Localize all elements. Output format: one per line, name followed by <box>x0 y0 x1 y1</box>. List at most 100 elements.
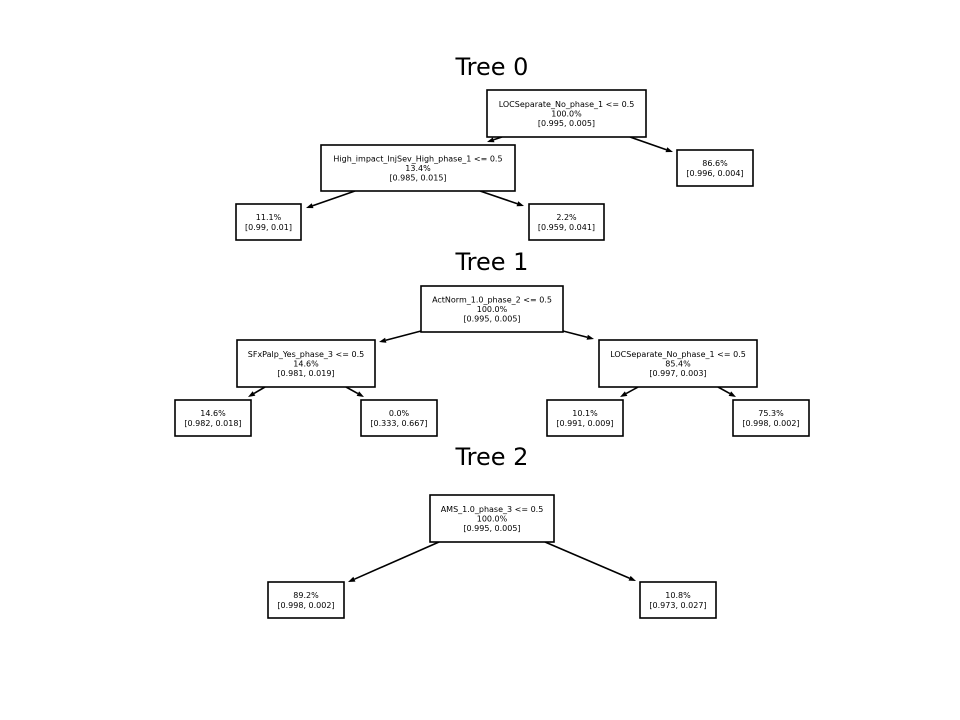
node-box <box>429 494 555 543</box>
arrowhead <box>628 575 636 581</box>
node-label-line: [0.995, 0.005] <box>463 524 520 533</box>
node-label-line: High_impact_InjSev_High_phase_1 <= 0.5 <box>333 154 502 163</box>
node-label-line: 13.4% <box>405 164 431 173</box>
node-box <box>486 89 647 138</box>
node-box <box>676 149 754 187</box>
tree-node-t2-l: 89.2%[0.998, 0.002] <box>267 581 345 619</box>
node-label-line: [0.973, 0.027] <box>649 601 706 610</box>
node-label-line: [0.981, 0.019] <box>277 369 334 378</box>
node-box <box>320 144 516 192</box>
tree-node-t1-ll: 14.6%[0.982, 0.018] <box>174 399 252 437</box>
node-box <box>639 581 717 619</box>
tree-node-t0-ll: 11.1%[0.99, 0.01] <box>235 203 302 241</box>
edge-arrow <box>629 136 673 153</box>
arrowhead <box>487 137 495 143</box>
edge-arrow <box>348 541 440 582</box>
node-label-line: 0.0% <box>389 409 410 418</box>
node-label-line: 100.0% <box>477 305 508 314</box>
edge-line <box>354 541 440 580</box>
arrowhead <box>248 391 256 397</box>
tree-node-t1-lr: 0.0%[0.333, 0.667] <box>360 399 438 437</box>
node-label-line: [0.985, 0.015] <box>389 174 446 183</box>
edge-line <box>717 386 731 395</box>
edge-line <box>312 190 356 207</box>
tree-node-t0-l: High_impact_InjSev_High_phase_1 <= 0.513… <box>320 144 516 192</box>
edge-arrow <box>562 330 594 340</box>
node-label-line: LOCSeparate_No_phase_1 <= 0.5 <box>610 350 746 359</box>
tree-node-t1-r: LOCSeparate_No_phase_1 <= 0.585.4%[0.997… <box>598 339 758 388</box>
edge-line <box>385 330 422 342</box>
arrowhead <box>516 201 524 207</box>
tree-node-t1-root: ActNorm_1.0_phase_2 <= 0.5100.0%[0.995, … <box>420 285 564 333</box>
node-label-line: 11.1% <box>256 213 282 222</box>
node-label-line: [0.995, 0.005] <box>538 119 595 128</box>
node-label-line: [0.995, 0.005] <box>463 315 520 324</box>
edge-line <box>345 386 359 395</box>
node-label-line: 100.0% <box>551 110 582 119</box>
edge-line <box>479 190 518 205</box>
node-label-line: 86.6% <box>702 159 728 168</box>
node-label-line: 14.6% <box>200 409 226 418</box>
edge-arrow <box>479 190 524 207</box>
node-label-line: AMS_1.0_phase_3 <= 0.5 <box>441 505 544 514</box>
edge-arrow <box>379 330 422 343</box>
node-label-line: [0.959, 0.041] <box>538 223 595 232</box>
tree-title: Tree 0 <box>455 53 529 81</box>
edge-line <box>629 136 667 151</box>
tree-node-t0-r: 86.6%[0.996, 0.004] <box>676 149 754 187</box>
tree-node-t1-rr: 75.3%[0.998, 0.002] <box>732 399 810 437</box>
edge-line <box>625 386 639 395</box>
edge-arrow <box>620 386 639 397</box>
tree-0: Tree 0 LOCSeparate_No_phase_1 <= 0.5100.0… <box>235 53 754 241</box>
node-label-line: [0.998, 0.002] <box>742 419 799 428</box>
arrowhead <box>586 334 594 340</box>
tree-title: Tree 1 <box>455 248 529 276</box>
arrowhead <box>356 391 364 397</box>
node-label-line: 100.0% <box>477 515 508 524</box>
node-label-line: [0.998, 0.002] <box>277 601 334 610</box>
node-label-line: 89.2% <box>293 591 319 600</box>
node-box <box>598 339 758 388</box>
node-box <box>236 339 376 388</box>
tree-node-t0-root: LOCSeparate_No_phase_1 <= 0.5100.0%[0.99… <box>486 89 647 138</box>
node-box <box>732 399 810 437</box>
arrowhead <box>620 391 628 397</box>
node-box <box>546 399 624 437</box>
edge-line <box>253 386 266 395</box>
arrowhead <box>665 147 673 153</box>
node-label-line: 10.8% <box>665 591 691 600</box>
node-box <box>235 203 302 241</box>
node-label-line: LOCSeparate_No_phase_1 <= 0.5 <box>499 100 635 109</box>
edge-arrow <box>544 541 636 581</box>
node-label-line: ActNorm_1.0_phase_2 <= 0.5 <box>432 295 552 304</box>
tree-2: Tree 2 AMS_1.0_phase_3 <= 0.5100.0%[0.995… <box>267 443 717 619</box>
node-label-line: SFxPalp_Yes_phase_3 <= 0.5 <box>248 350 364 359</box>
tree-node-t1-l: SFxPalp_Yes_phase_3 <= 0.514.6%[0.981, 0… <box>236 339 376 388</box>
node-box <box>528 203 605 241</box>
node-label-line: 85.4% <box>665 360 691 369</box>
node-label-line: 10.1% <box>572 409 598 418</box>
arrowhead <box>379 337 387 343</box>
node-label-line: [0.982, 0.018] <box>184 419 241 428</box>
arrowhead <box>306 203 314 209</box>
tree-node-t2-r: 10.8%[0.973, 0.027] <box>639 581 717 619</box>
edge-arrow <box>345 386 364 397</box>
node-box <box>420 285 564 333</box>
edge-arrow <box>717 386 736 397</box>
node-label-line: [0.333, 0.667] <box>370 419 427 428</box>
node-label-line: [0.99, 0.01] <box>245 223 292 232</box>
node-label-line: [0.991, 0.009] <box>556 419 613 428</box>
arrowhead <box>728 391 736 397</box>
node-label-line: 75.3% <box>758 409 784 418</box>
tree-node-t1-rl: 10.1%[0.991, 0.009] <box>546 399 624 437</box>
node-box <box>267 581 345 619</box>
node-box <box>360 399 438 437</box>
node-box <box>174 399 252 437</box>
node-label-line: [0.997, 0.003] <box>649 369 706 378</box>
arrowhead <box>348 576 356 582</box>
tree-title: Tree 2 <box>455 443 529 471</box>
node-label-line: 2.2% <box>556 213 577 222</box>
